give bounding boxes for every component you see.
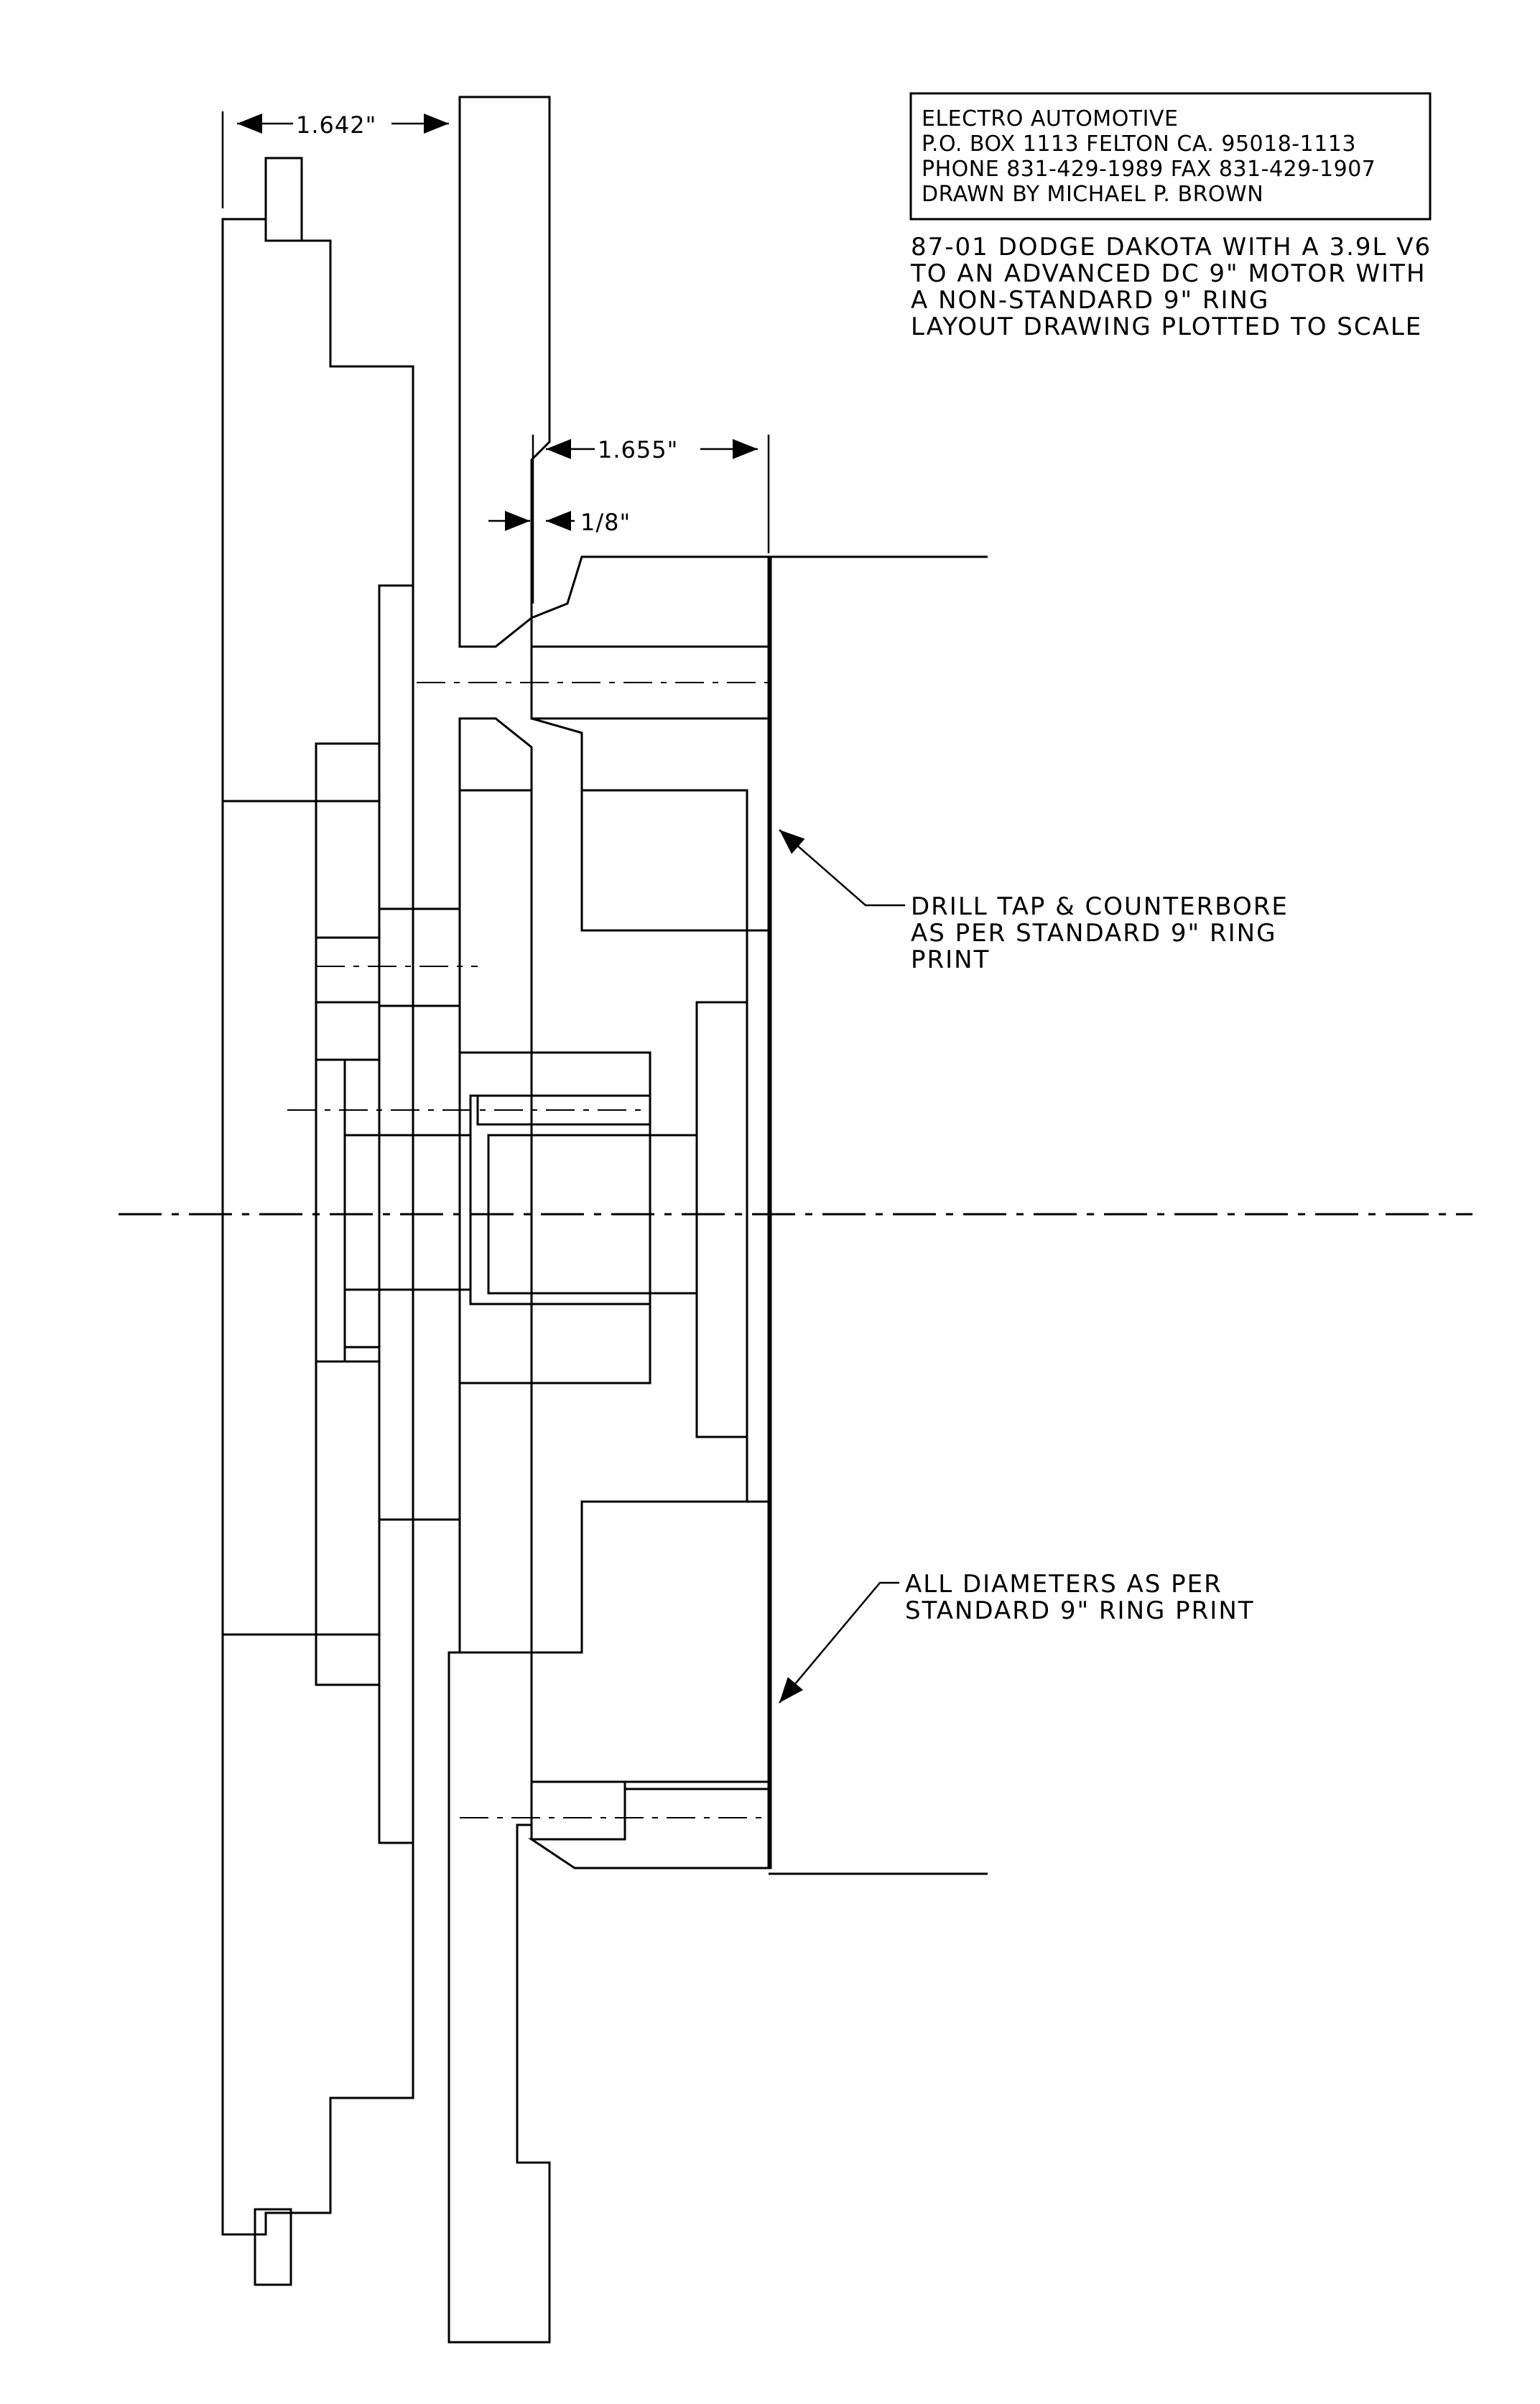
hub-coupler	[315, 789, 770, 1521]
description-line-2: TO AN ADVANCED DC 9" MOTOR WITH	[910, 259, 1427, 288]
description-line-3: A NON-STANDARD 9" RING	[911, 286, 1269, 315]
note-drill-tap: DRILL TAP & COUNTERBORE AS PER STANDARD …	[779, 829, 1289, 974]
title-block: ELECTRO AUTOMOTIVE P.O. BOX 1113 FELTON …	[909, 92, 1432, 221]
note-drill-line-1: DRILL TAP & COUNTERBORE	[911, 892, 1289, 921]
note-all-diameters: ALL DIAMETERS AS PER STANDARD 9" RING PR…	[779, 1570, 1255, 1703]
dimension-1655-label: 1.655"	[598, 436, 678, 463]
description-block: 87-01 DODGE DAKOTA WITH A 3.9L V6 TO AN …	[910, 233, 1432, 341]
dimension-eighth: 1/8"	[488, 509, 631, 536]
note-drill-line-2: AS PER STANDARD 9" RING	[911, 919, 1276, 948]
title-company: ELECTRO AUTOMOTIVE	[922, 106, 1178, 131]
dimension-1655: 1.655"	[532, 435, 770, 604]
note-drill-line-3: PRINT	[911, 946, 990, 974]
flywheel	[221, 157, 414, 2286]
title-phone: PHONE 831-429-1989 FAX 831-429-1907	[922, 157, 1376, 182]
note-diam-line-2: STANDARD 9" RING PRINT	[905, 1596, 1255, 1625]
dimension-1642: 1.642"	[221, 101, 461, 208]
title-drawn-by: DRAWN BY MICHAEL P. BROWN	[922, 182, 1263, 207]
adapter-plate	[447, 96, 551, 2344]
dimension-1642-label: 1.642"	[296, 111, 376, 139]
title-address: P.O. BOX 1113 FELTON CA. 95018-1113	[922, 131, 1356, 157]
note-diam-line-1: ALL DIAMETERS AS PER	[905, 1570, 1223, 1599]
dimension-eighth-label: 1/8"	[580, 509, 631, 536]
description-line-1: 87-01 DODGE DAKOTA WITH A 3.9L V6	[911, 233, 1432, 262]
description-line-4: LAYOUT DRAWING PLOTTED TO SCALE	[911, 313, 1422, 341]
